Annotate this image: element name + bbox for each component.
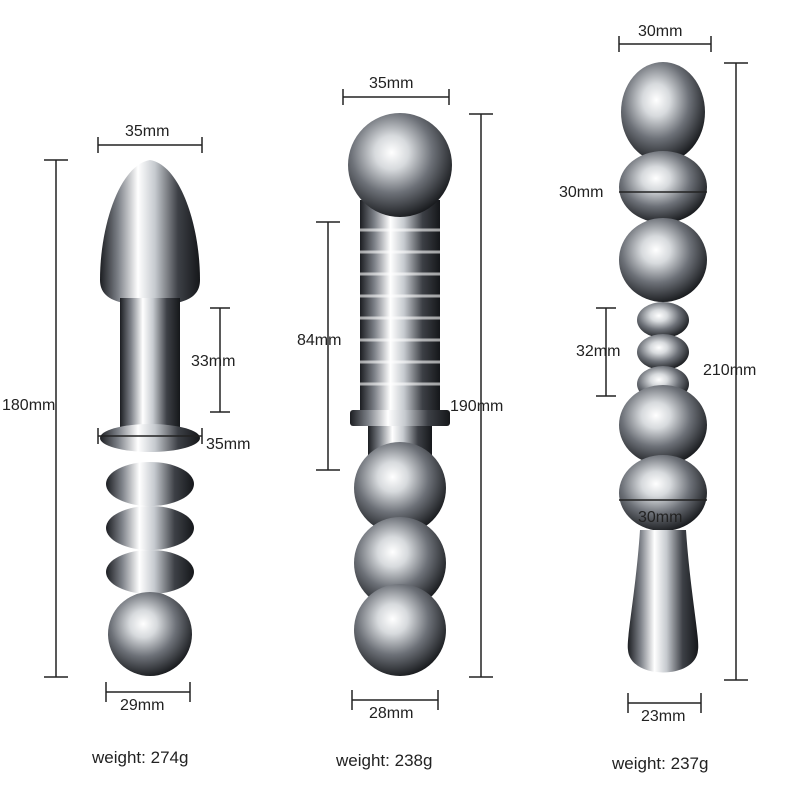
- p3-length-label: 210mm: [703, 362, 757, 379]
- p2-top-width-label: 35mm: [369, 75, 414, 92]
- p3-weight-value: 237g: [670, 754, 709, 773]
- p1-ring-width-label: 35mm: [206, 436, 251, 453]
- p1-length-label: 180mm: [2, 397, 56, 414]
- p3-weight-label: weight:: [612, 754, 666, 773]
- dimension-lines: [44, 36, 748, 713]
- p3-top-width-label: 30mm: [638, 23, 683, 40]
- p2-length-label: 190mm: [450, 398, 504, 415]
- product-1-shape: [100, 160, 200, 676]
- p3-weight: weight: 237g: [612, 755, 708, 772]
- p1-weight-label: weight:: [92, 748, 146, 767]
- p2-ribbed-length-label: 84mm: [297, 332, 342, 349]
- p1-neck-length-label: 33mm: [191, 353, 236, 370]
- p1-weight: weight: 274g: [92, 749, 188, 766]
- p2-weight: weight: 238g: [336, 752, 432, 769]
- p2-weight-label: weight:: [336, 751, 390, 770]
- p3-bead-width-label: 30mm: [559, 184, 604, 201]
- p1-weight-value: 274g: [150, 748, 189, 767]
- product-2-shape: [348, 113, 452, 676]
- p2-weight-value: 238g: [394, 751, 433, 770]
- p3-base-width-label: 23mm: [641, 708, 686, 725]
- p3-lower-bead-width-label: 30mm: [638, 509, 683, 526]
- product-3-shape: [619, 62, 707, 673]
- p1-top-width-label: 35mm: [125, 123, 170, 140]
- p3-neck-length-label: 32mm: [576, 343, 621, 360]
- p1-base-width-label: 29mm: [120, 697, 165, 714]
- p2-base-width-label: 28mm: [369, 705, 414, 722]
